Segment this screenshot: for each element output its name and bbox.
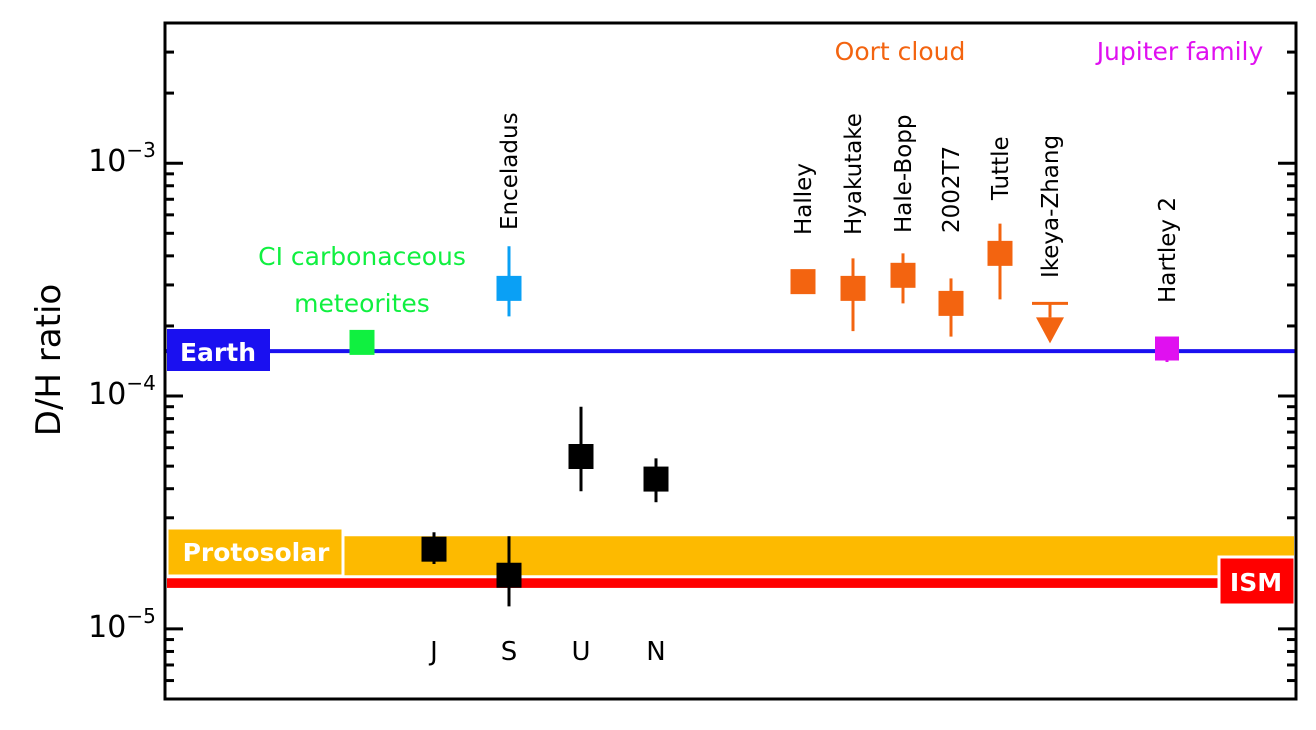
earth-tag: Earth: [167, 329, 270, 371]
data-points-layer: [349, 223, 1179, 607]
protosolar-label: Protosolar: [183, 538, 330, 567]
ism-label: ISM: [1230, 568, 1282, 597]
marker-hartley-2: [1155, 336, 1179, 361]
object-label-hartley-2: Hartley 2: [1155, 197, 1181, 303]
y-tick-label: 10−3: [88, 138, 156, 179]
marker-u: [568, 444, 594, 470]
earth-label: Earth: [180, 338, 256, 367]
object-label-halley: Halley: [791, 163, 817, 235]
marker-ci-carbonaceous-meteorites: [349, 329, 375, 355]
bands-layer: [167, 536, 1294, 588]
jupiter-family-label: Jupiter family: [1095, 37, 1264, 66]
marker-n: [643, 466, 669, 492]
plot-frame: [163, 21, 1298, 701]
band-ism: [167, 578, 1294, 588]
marker-2002t7: [938, 290, 964, 316]
marker-s: [496, 562, 522, 588]
oort-cloud-label: Oort cloud: [835, 37, 966, 66]
marker-enceladus: [496, 275, 522, 301]
object-label-2002t7: 2002T7: [939, 146, 965, 233]
marker-hyakutake: [840, 275, 866, 301]
y-ticks-layer: 10−3 10−4 10−5: [88, 21, 1296, 683]
object-label-ikeya-zhang: Ikeya-Zhang: [1038, 135, 1064, 278]
marker-halley: [790, 269, 816, 295]
planet-label-n: N: [646, 637, 665, 667]
planet-label-j: J: [428, 637, 438, 667]
marker-j: [421, 536, 447, 562]
protosolar-tag: Protosolar: [165, 526, 345, 578]
marker-tuttle: [987, 240, 1013, 266]
band-protosolar: [167, 536, 1294, 576]
meteorites-label: meteorites: [294, 289, 430, 318]
planet-label-s: S: [501, 637, 518, 667]
object-label-hyakutake: Hyakutake: [841, 113, 867, 235]
object-label-enceladus: Enceladus: [497, 112, 523, 230]
ci-carbonaceous-label: CI carbonaceous: [258, 242, 466, 271]
object-label-tuttle: Tuttle: [988, 136, 1014, 201]
upper-limit-arrow-ikeya-zhang: [1036, 317, 1064, 344]
object-label-hale-bopp: Hale-Bopp: [891, 115, 917, 233]
marker-hale-bopp: [890, 262, 916, 288]
y-axis-label: D/H ratio: [29, 284, 69, 436]
y-tick-label: 10−4: [88, 371, 156, 412]
y-tick-label: 10−5: [88, 604, 156, 645]
ism-tag: ISM: [1217, 555, 1297, 607]
planet-label-u: U: [571, 637, 590, 667]
